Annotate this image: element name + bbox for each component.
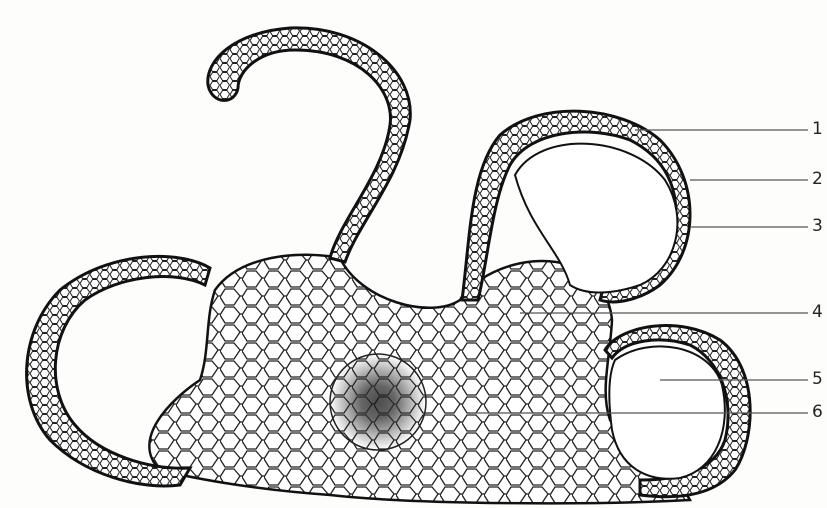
label-6: 6: [812, 404, 823, 421]
label-4: 4: [812, 304, 823, 321]
upper-tendril: [208, 28, 411, 262]
label-1: 1: [812, 121, 823, 138]
label-5: 5: [812, 371, 823, 388]
label-3: 3: [812, 218, 823, 235]
label-2: 2: [812, 171, 823, 188]
